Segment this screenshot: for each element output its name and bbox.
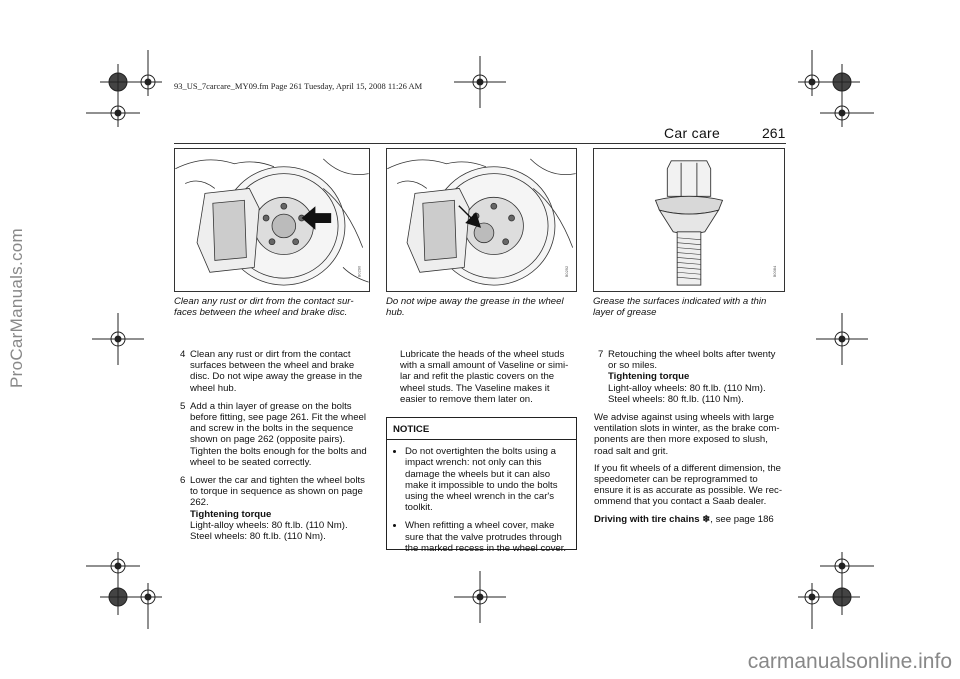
- torque-steel: Steel wheels: 80 ft.lb. (110 Nm).: [190, 531, 326, 543]
- winter-paragraph: We advise against using wheels with larg…: [594, 412, 780, 457]
- caption-figure-2: Do not wipe away the grease in the wheel…: [386, 296, 564, 318]
- brake-disc-hub-arrow-icon: B0290: [175, 158, 369, 286]
- caption-figure-1: Clean any rust or dirt from the contact …: [174, 296, 354, 318]
- step-number: 4: [180, 349, 186, 360]
- torque-heading: Tightening torque: [608, 371, 690, 383]
- section-title: Car care: [664, 125, 721, 141]
- notice-box: NOTICE Do not overtighten the bolts usin…: [386, 417, 577, 554]
- snowflake-icon: ❄: [702, 513, 711, 525]
- file-header: 93_US_7carcare_MY09.fm Page 261 Tuesday,…: [174, 81, 423, 91]
- right-column: 7 Retouching the wheel bolts after twent…: [594, 349, 786, 531]
- lubricate-paragraph: Lubricate the heads of the wheel studs w…: [400, 349, 569, 405]
- page-number: 261: [762, 125, 786, 141]
- step-text: Clean any rust or dirt from the contact …: [190, 349, 363, 394]
- step-number: 7: [598, 349, 604, 360]
- svg-text:B0084: B0084: [772, 265, 777, 277]
- step-number: 5: [180, 400, 186, 412]
- side-watermark: ProCarManuals.com: [7, 227, 26, 389]
- notice-item: Do not overtighten the bolts using a imp…: [405, 446, 570, 513]
- svg-text:B0292: B0292: [564, 266, 569, 277]
- tire-chains-reference[interactable]: Driving with tire chains ❄, see page 186: [594, 514, 786, 525]
- tire-chains-page-ref: , see page 186: [710, 513, 774, 525]
- torque-steel: Steel wheels: 80 ft.lb. (110 Nm).: [608, 393, 744, 405]
- step-4: 4 Clean any rust or dirt from the contac…: [176, 349, 372, 394]
- step-text: Retouching the wheel bolts after twenty …: [608, 349, 776, 372]
- notice-title: NOTICE: [387, 418, 576, 441]
- caption-figure-3: Grease the surfaces indicated with a thi…: [593, 296, 767, 318]
- figure-brake-disc-hub: B0290: [174, 148, 370, 292]
- header-rule: [174, 143, 786, 144]
- speedometer-paragraph: If you fit wheels of a different dimensi…: [594, 462, 783, 508]
- torque-alloy: Light-alloy wheels: 80 ft.lb. (110 Nm).: [608, 382, 766, 394]
- step-text-continued: Tighten the bolts enough for the bolts a…: [190, 445, 367, 468]
- step-text: Add a thin layer of grease on the bolts …: [190, 400, 366, 446]
- bottom-watermark: carmanualsonline.info: [747, 650, 952, 673]
- step-text: Lower the car and tighten the wheel bolt…: [190, 475, 365, 509]
- step-7: 7 Retouching the wheel bolts after twent…: [594, 349, 786, 405]
- wheel-bolt-icon: B0084: [654, 160, 777, 286]
- tire-chains-label: Driving with tire chains: [594, 513, 700, 525]
- step-number: 6: [180, 475, 186, 487]
- step-5: 5 Add a thin layer of grease on the bolt…: [176, 401, 372, 468]
- figure-wheel-bolt: B0084: [593, 148, 785, 292]
- svg-text:B0290: B0290: [357, 265, 362, 277]
- figure-brake-disc-stud: B0292: [386, 148, 577, 292]
- brake-disc-stud-arrow-icon: B0292: [387, 158, 576, 286]
- torque-alloy: Light-alloy wheels: 80 ft.lb. (110 Nm).: [190, 519, 348, 531]
- step-6: 6 Lower the car and tighten the wheel bo…: [176, 475, 372, 542]
- left-column: 4 Clean any rust or dirt from the contac…: [176, 349, 372, 549]
- torque-heading: Tightening torque: [190, 508, 272, 520]
- notice-item: When refitting a wheel cover, make sure …: [405, 520, 570, 554]
